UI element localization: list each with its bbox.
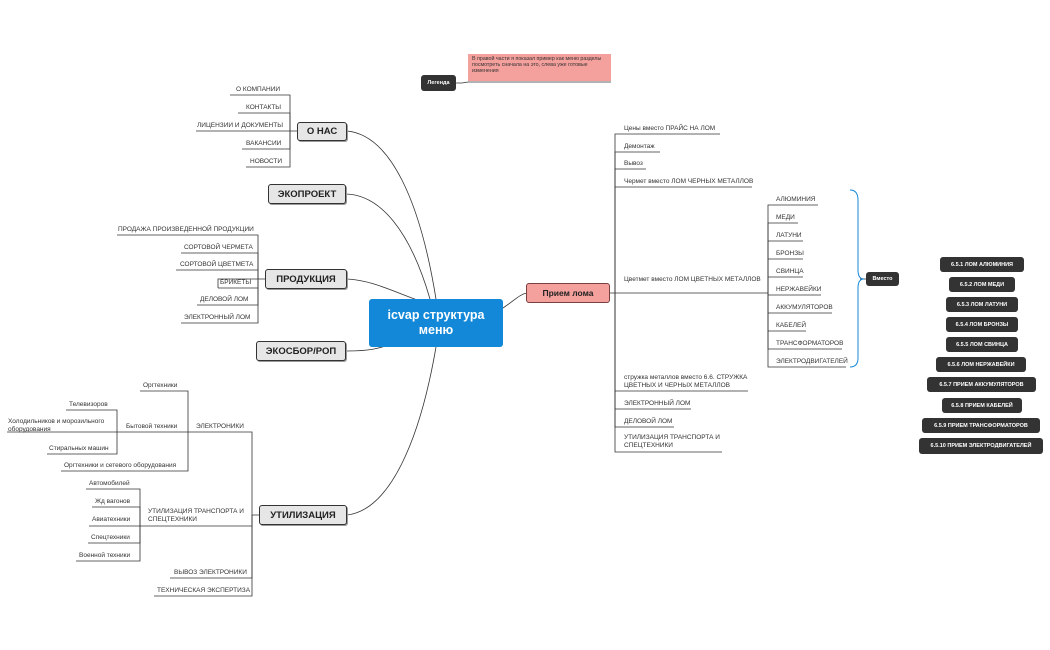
products-item[interactable]: ЭЛЕКТРОННЫЙ ЛОМ bbox=[184, 314, 251, 321]
nonferrous-item[interactable]: ЭЛЕКТРОДВИГАТЕЛЕЙ bbox=[776, 358, 848, 365]
replacement-item[interactable]: 6.5.4 ЛОМ БРОНЗЫ bbox=[946, 317, 1018, 332]
scrap-item[interactable]: Чермет вместо ЛОМ ЧЕРНЫХ МЕТАЛЛОВ bbox=[624, 178, 754, 185]
legend-node[interactable]: Легенда bbox=[421, 75, 456, 91]
replacement-item[interactable]: 6.5.9 ПРИЕМ ТРАНСФОРМАТОРОВ bbox=[922, 418, 1040, 433]
utilization-transport[interactable]: УТИЛИЗАЦИЯ ТРАНСПОРТА И СПЕЦТЕХНИКИ bbox=[148, 508, 244, 523]
utilization-expertise[interactable]: ТЕХНИЧЕСКАЯ ЭКСПЕРТИЗА bbox=[157, 587, 251, 594]
scrap-item[interactable]: Демонтаж bbox=[624, 143, 655, 150]
scrap-item[interactable]: Цены вместо ПРАЙС НА ЛОМ bbox=[624, 125, 716, 132]
nonferrous-item[interactable]: КАБЕЛЕЙ bbox=[776, 322, 806, 329]
products-item[interactable]: СОРТОВОЙ ЦВЕТМЕТА bbox=[180, 261, 254, 268]
scrap-item[interactable]: ДЕЛОВОЙ ЛОМ bbox=[624, 418, 673, 425]
products-item[interactable]: СОРТОВОЙ ЧЕРМЕТА bbox=[184, 244, 253, 251]
scrap-item[interactable]: ЭЛЕКТРОННЫЙ ЛОМ bbox=[624, 400, 691, 407]
about-item[interactable]: КОНТАКТЫ bbox=[246, 104, 282, 111]
products-item[interactable]: ДЕЛОВОЙ ЛОМ bbox=[200, 296, 249, 303]
household-item[interactable]: Холодильников и морозильного оборудовани… bbox=[8, 418, 105, 433]
scrap-item[interactable]: Вывоз bbox=[624, 160, 643, 167]
about-item[interactable]: НОВОСТИ bbox=[250, 158, 283, 165]
topic-ecosbor[interactable]: ЭКОСБОР/РОП bbox=[256, 341, 346, 361]
household-item[interactable]: Стиральных машин bbox=[49, 445, 109, 452]
topic-scrap[interactable]: Прием лома bbox=[526, 283, 610, 303]
scrap-item[interactable]: УТИЛИЗАЦИЯ ТРАНСПОРТА И СПЕЦТЕХНИКИ bbox=[624, 434, 720, 449]
replacement-item[interactable]: 6.5.7 ПРИЕМ АККУМУЛЯТОРОВ bbox=[927, 377, 1036, 392]
about-item[interactable]: ЛИЦЕНЗИИ И ДОКУМЕНТЫ bbox=[197, 122, 283, 129]
nonferrous-item[interactable]: АЛЮМИНИЯ bbox=[776, 196, 816, 203]
utilization-removal[interactable]: ВЫВОЗ ЭЛЕКТРОНИКИ bbox=[174, 569, 247, 576]
topic-utilization[interactable]: УТИЛИЗАЦИЯ bbox=[259, 505, 347, 525]
about-item[interactable]: ВАКАНСИИ bbox=[246, 140, 282, 147]
nonferrous-item[interactable]: СВИНЦА bbox=[776, 268, 804, 275]
topic-ecoproject[interactable]: ЭКОПРОЕКТ bbox=[268, 184, 346, 204]
nonferrous-item[interactable]: БРОНЗЫ bbox=[776, 250, 804, 257]
about-item[interactable]: О КОМПАНИИ bbox=[236, 86, 281, 93]
household-item[interactable]: Телевизоров bbox=[69, 401, 108, 408]
replacement-item[interactable]: 6.5.10 ПРИЕМ ЭЛЕКТРОДВИГАТЕЛЕЙ bbox=[919, 438, 1043, 454]
instead-node[interactable]: Вместо bbox=[866, 272, 899, 286]
root-topic[interactable]: icvap структура меню bbox=[369, 299, 503, 347]
replacement-item[interactable]: 6.5.5 ЛОМ СВИНЦА bbox=[946, 337, 1018, 352]
transport-item[interactable]: Спецтехники bbox=[91, 534, 130, 541]
root-title-line1: icvap структура bbox=[387, 308, 485, 322]
transport-item[interactable]: Военной техники bbox=[79, 552, 131, 559]
replacement-item[interactable]: 6.5.6 ЛОМ НЕРЖАВЕЙКИ bbox=[936, 357, 1026, 372]
nonferrous-item[interactable]: НЕРЖАВЕЙКИ bbox=[776, 286, 822, 293]
electronics-orgtech-net[interactable]: Оргтехники и сетевого оборудования bbox=[64, 462, 177, 469]
legend-note: В правой части я показал пример как меню… bbox=[468, 54, 611, 81]
transport-item[interactable]: Жд вагонов bbox=[95, 498, 131, 505]
replacement-item[interactable]: 6.5.8 ПРИЕМ КАБЕЛЕЙ bbox=[942, 398, 1022, 413]
nonferrous-item[interactable]: ЛАТУНИ bbox=[776, 232, 802, 239]
scrap-item[interactable]: стружка металлов вместо 6.6. СТРУЖКА ЦВЕ… bbox=[624, 374, 748, 389]
nonferrous-item[interactable]: АККУМУЛЯТОРОВ bbox=[776, 304, 833, 311]
replacement-item[interactable]: 6.5.1 ЛОМ АЛЮМИНИЯ bbox=[940, 257, 1024, 272]
transport-item[interactable]: Авиатехники bbox=[92, 516, 131, 523]
nonferrous-item[interactable]: МЕДИ bbox=[776, 214, 795, 221]
electronics-household[interactable]: Бытовой техники bbox=[126, 423, 178, 430]
replacement-item[interactable]: 6.5.3 ЛОМ ЛАТУНИ bbox=[946, 297, 1018, 312]
topic-about[interactable]: О НАС bbox=[297, 122, 347, 141]
scrap-nonferrous[interactable]: Цветмет вместо ЛОМ ЦВЕТНЫХ МЕТАЛЛОВ bbox=[624, 276, 761, 283]
nonferrous-item[interactable]: ТРАНСФОРМАТОРОВ bbox=[776, 340, 844, 347]
utilization-electronics[interactable]: ЭЛЕКТРОНИКИ bbox=[196, 423, 244, 430]
electronics-orgtech[interactable]: Оргтехники bbox=[143, 382, 178, 389]
products-item[interactable]: БРИКЕТЫ bbox=[220, 279, 252, 286]
replacement-item[interactable]: 6.5.2 ЛОМ МЕДИ bbox=[949, 277, 1015, 292]
transport-item[interactable]: Автомобилей bbox=[89, 480, 130, 487]
topic-products[interactable]: ПРОДУКЦИЯ bbox=[265, 269, 347, 289]
products-item[interactable]: ПРОДАЖА ПРОИЗВЕДЕННОЙ ПРОДУКЦИИ bbox=[118, 226, 254, 233]
root-title-line2: меню bbox=[418, 323, 454, 337]
